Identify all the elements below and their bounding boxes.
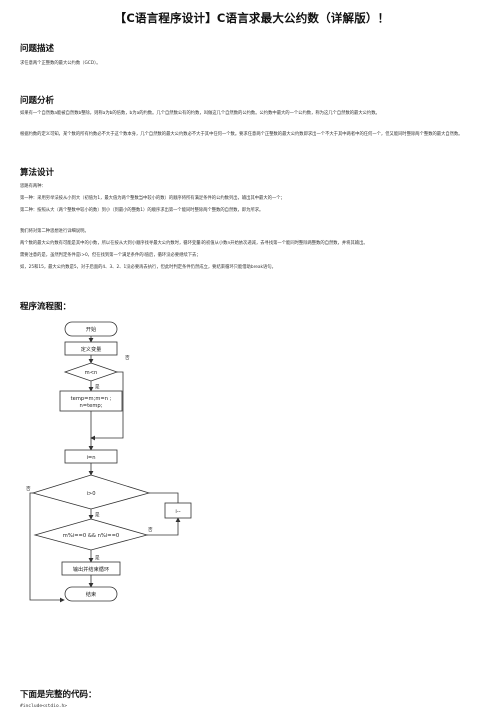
swap-label-1: temp=m;m=n ; bbox=[71, 396, 112, 402]
define-label: 定义变量 bbox=[81, 345, 102, 353]
output-node bbox=[61, 561, 121, 576]
swap-label-2: n=temp; bbox=[80, 403, 103, 409]
cond-i-label: i>0 bbox=[86, 491, 95, 497]
end-label: 结束 bbox=[86, 590, 96, 598]
swap-node bbox=[59, 390, 123, 412]
cond-mod-label: m%i==0 && n%i==0 bbox=[63, 533, 119, 539]
flowchart-diagram: 开始 定义变量 m<n temp=m;m=n ; n=temp; i=n i>0… bbox=[26, 321, 192, 603]
branch-yes-2: 是 bbox=[95, 512, 100, 518]
dec-node bbox=[164, 502, 192, 519]
branch-no-3: 否 bbox=[148, 527, 153, 533]
analysis-paragraph-1: 如果有一个自然数a能被自然数b整除，则称a为b的倍数，b为a的约数。几个自然数公… bbox=[20, 111, 380, 116]
algorithm-line-1: 思路有两种： bbox=[20, 184, 46, 189]
code-heading: 下面是完整的代码： bbox=[20, 690, 97, 700]
algorithm-line-5: 两个数的最大公约数有可能是其中的小数，所以在按从大到小顺序找寻最大公约数时，循环… bbox=[20, 241, 368, 246]
article-title: 【C语言程序设计】C语言求最大公约数（详解版）！ bbox=[114, 11, 390, 25]
start-node bbox=[64, 321, 118, 337]
algorithm-line-6: 需要注意的是，虽然判定条件是i>0，但在找到第一个满足条件的i值后，循环没必要继… bbox=[20, 253, 201, 258]
branch-no-1: 否 bbox=[125, 355, 130, 361]
algorithm-heading: 算法设计 bbox=[20, 168, 55, 178]
flowchart-heading: 程序流程图： bbox=[20, 302, 72, 312]
code-first-line: #include<stdio.h> bbox=[20, 704, 68, 709]
branch-yes-3: 是 bbox=[95, 555, 100, 561]
algorithm-line-7: 如，25和15，最大公约数是5，对于后面的4、3、2、1没必要再去执行，但此时判… bbox=[20, 265, 276, 270]
problem-text: 求任意两个正整数的最大公约数（GCD）。 bbox=[20, 61, 101, 66]
dec-label: i-- bbox=[175, 509, 180, 515]
define-node bbox=[64, 341, 118, 356]
algorithm-line-3: 第二种：按照从大（两个整数中较小的数）到小（到最小的整数1）的顺序求出第一个能同… bbox=[20, 208, 264, 213]
init-node bbox=[64, 449, 118, 464]
cond-mod-node bbox=[33, 518, 149, 551]
analysis-paragraph-2: 根据约数的定义可知，某个数的所有约数必不大于这个数本身，几个自然数的最大公约数必… bbox=[20, 132, 463, 137]
branch-yes-1: 是 bbox=[95, 384, 100, 390]
end-node bbox=[64, 586, 118, 602]
init-label: i=n bbox=[86, 455, 95, 461]
problem-heading: 问题描述 bbox=[20, 44, 55, 54]
analysis-heading: 问题分析 bbox=[20, 96, 55, 106]
algorithm-line-2: 第一种：采用穷举法按从小到大（初值为1，最大值为两个整数当中较小的数）的顺序将所… bbox=[20, 196, 285, 201]
algorithm-line-4: 我们将对第二种思想进行详细说明。 bbox=[20, 229, 89, 234]
branch-no-2: 否 bbox=[26, 486, 31, 492]
cond-mn-node bbox=[63, 362, 119, 382]
output-label: 输出并结束循环 bbox=[73, 565, 109, 573]
start-label: 开始 bbox=[86, 325, 97, 333]
cond-mn-label: m<n bbox=[85, 370, 98, 376]
cond-i-node bbox=[31, 474, 151, 510]
